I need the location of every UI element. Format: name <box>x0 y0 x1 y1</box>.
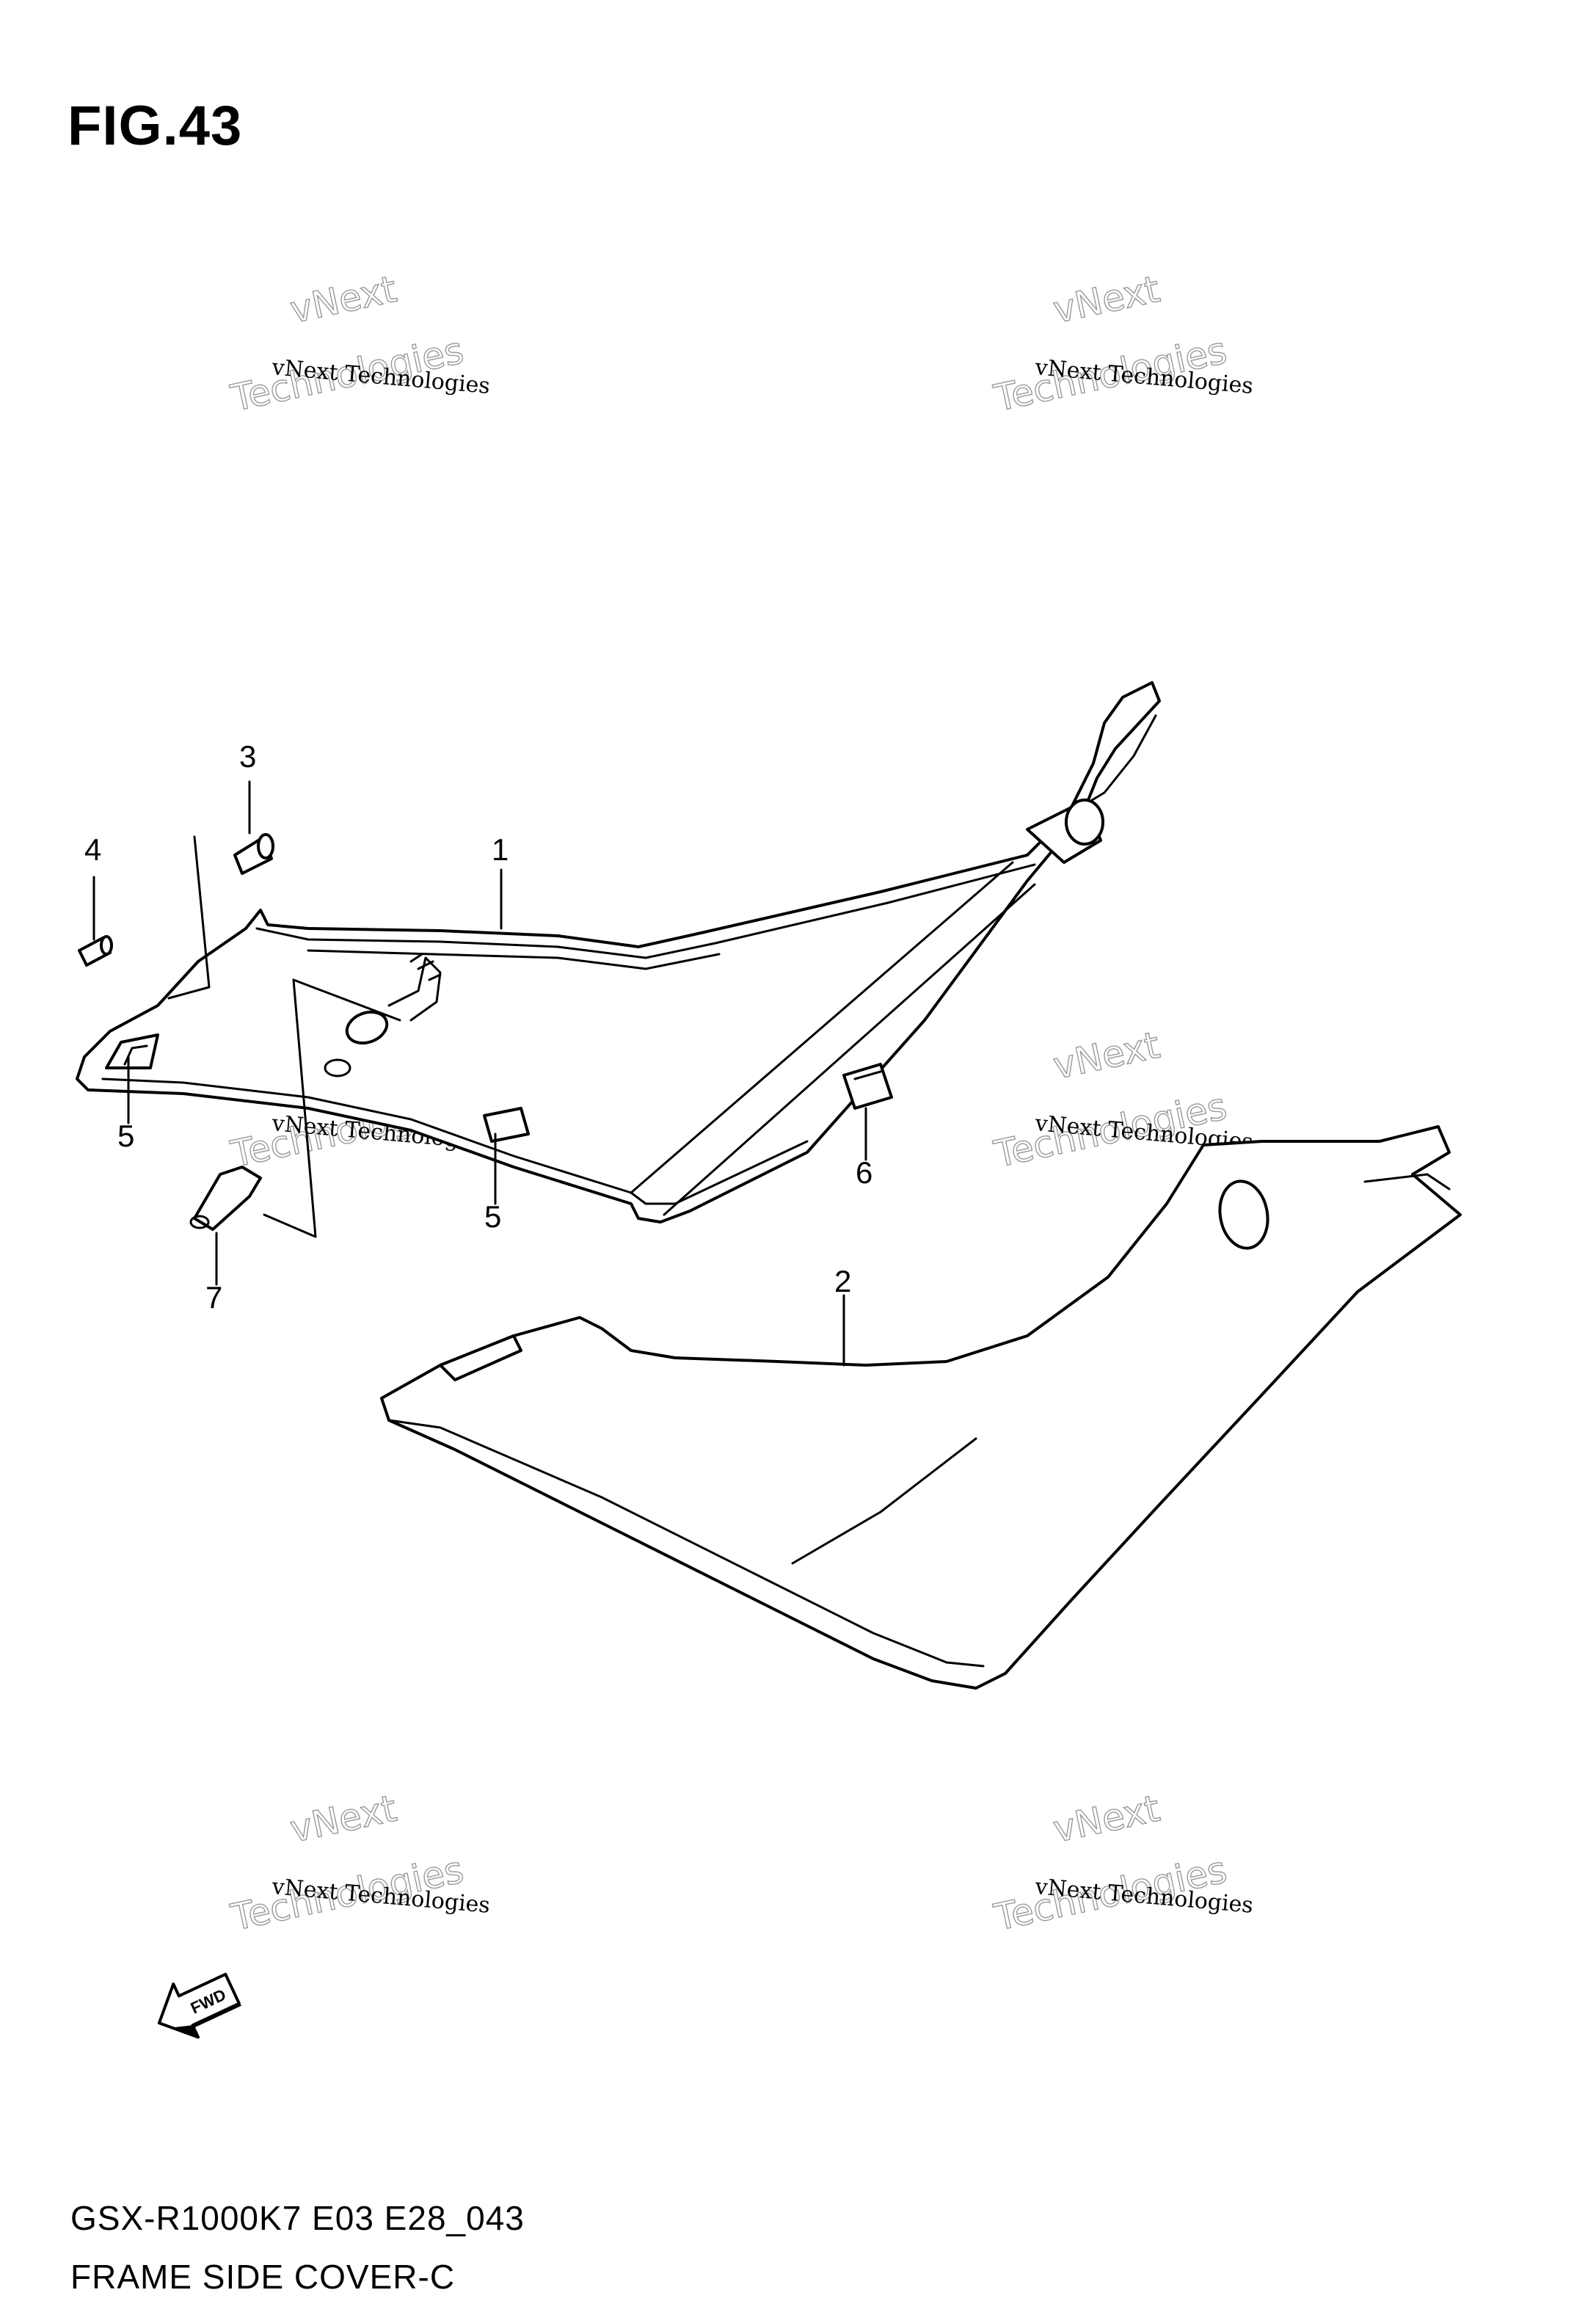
cover-top-rim <box>255 863 1036 959</box>
assembly-line-7 <box>263 978 317 1238</box>
callout-5a: 5 <box>117 1119 134 1153</box>
cap-body <box>193 1166 262 1231</box>
figure-title: FIG.43 <box>68 95 243 157</box>
cover-2-lower-edge <box>387 1419 985 1668</box>
cover-wire-strands <box>409 953 442 981</box>
callout-2: 2 <box>834 1264 851 1298</box>
callout-4: 4 <box>84 832 101 867</box>
assembly-line-clip <box>292 978 401 1022</box>
cushion-edge <box>853 1070 882 1080</box>
cap-end <box>189 1215 210 1229</box>
cushion-body <box>842 1063 893 1110</box>
cover-fold-2 <box>663 883 1036 1216</box>
part-6-cushion <box>842 1063 893 1110</box>
part-1-frame-side-cover <box>76 681 1161 1224</box>
cover-lower-flange <box>101 1077 633 1194</box>
collar-end <box>257 833 274 859</box>
watermark-top-right: vNext Technologies vNext Technologies <box>990 267 1254 421</box>
fwd-arrow-shape <box>157 1972 241 2039</box>
part-7-cap <box>189 1166 262 1231</box>
callout-5b: 5 <box>484 1199 501 1234</box>
cover-outline <box>76 681 1161 1224</box>
part-group-name: FRAME SIDE COVER-C <box>70 2258 456 2296</box>
watermark-text: vNext <box>286 268 400 332</box>
watermark-text: vNext <box>286 1787 400 1851</box>
assembly-line-3 <box>167 835 211 1000</box>
cover-pad <box>483 1107 530 1143</box>
cover-grommet <box>1026 799 1104 864</box>
cover-2-tab <box>439 1334 522 1381</box>
grommet-hole <box>1065 799 1104 846</box>
cover-wire-clip <box>387 956 442 1022</box>
watermark-bottom-right: vNext Technologies vNext Technologies <box>990 1786 1254 1940</box>
part-4-pin <box>78 935 113 967</box>
model-code: GSX-R1000K7 E03 E28_043 <box>70 2199 525 2237</box>
callout-1: 1 <box>492 832 509 867</box>
watermark-top-left: vNext Technologies vNext Technologies <box>227 267 491 421</box>
watermark-text: vNext <box>1049 1787 1163 1851</box>
cover-2-outline <box>380 1125 1462 1690</box>
cover-tab-left <box>105 1033 159 1069</box>
watermark-text: vNext <box>1049 268 1163 332</box>
cover-tip <box>630 1140 809 1205</box>
part-3-collar <box>233 833 274 875</box>
cover-2-hole <box>1218 1179 1269 1250</box>
cover-tab-detail <box>123 1044 148 1066</box>
cover-boss <box>345 1010 389 1045</box>
cover-2-crease <box>791 1437 977 1565</box>
fwd-arrow-shadow <box>170 2003 242 2037</box>
callout-6: 6 <box>856 1155 872 1190</box>
fwd-arrow-icon: FWD <box>157 1972 242 2039</box>
cover-hole <box>324 1058 351 1077</box>
part-2-frame-side-cover <box>380 1125 1462 1690</box>
pin-end <box>100 935 113 956</box>
cover-rim-inner <box>307 949 721 970</box>
callout-7: 7 <box>205 1280 222 1315</box>
watermark-text: vNext <box>1049 1024 1163 1088</box>
watermark-bottom-left: vNext Technologies vNext Technologies <box>227 1786 491 1940</box>
callout-3: 3 <box>239 739 256 774</box>
cover-fold-1 <box>630 861 1014 1194</box>
cover-2-top-rim <box>1363 1173 1451 1190</box>
